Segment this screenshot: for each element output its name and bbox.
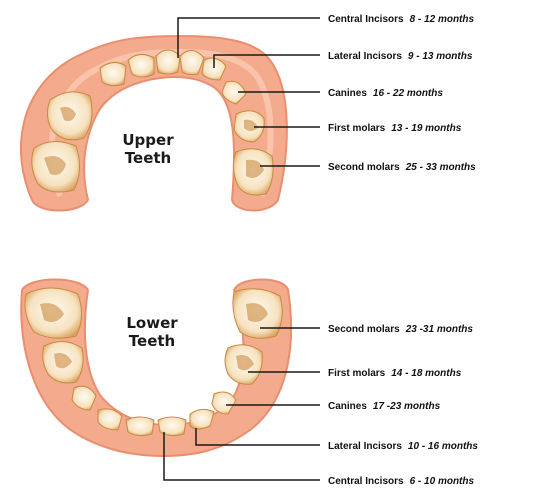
upper-title-line1: Upper <box>122 131 174 149</box>
lower-arch: Lower Teeth <box>21 280 291 457</box>
label-lower-central-incisors: Central Incisors6 - 10 months <box>328 476 474 487</box>
label-upper-canines: Canines16 - 22 months <box>328 88 443 99</box>
label-upper-lateral-incisors: Lateral Incisors9 - 13 months <box>328 51 473 62</box>
label-upper-second-molars: Second molars25 - 33 months <box>328 162 476 173</box>
label-lower-canines: Canines17 -23 months <box>328 401 441 412</box>
label-upper-first-molars: First molars13 - 19 months <box>328 123 462 134</box>
upper-title-line2: Teeth <box>125 149 171 167</box>
lower-title-line1: Lower <box>126 314 178 332</box>
label-lower-lateral-incisors: Lateral Incisors10 - 16 months <box>328 441 478 452</box>
upper-arch: Upper Teeth <box>21 36 287 211</box>
labels: Central Incisors8 - 12 months Lateral In… <box>328 14 478 487</box>
lower-title-line2: Teeth <box>129 332 175 350</box>
label-lower-first-molars: First molars14 - 18 months <box>328 368 462 379</box>
label-lower-second-molars: Second molars23 -31 months <box>328 324 473 335</box>
label-upper-central-incisors: Central Incisors8 - 12 months <box>328 14 474 25</box>
